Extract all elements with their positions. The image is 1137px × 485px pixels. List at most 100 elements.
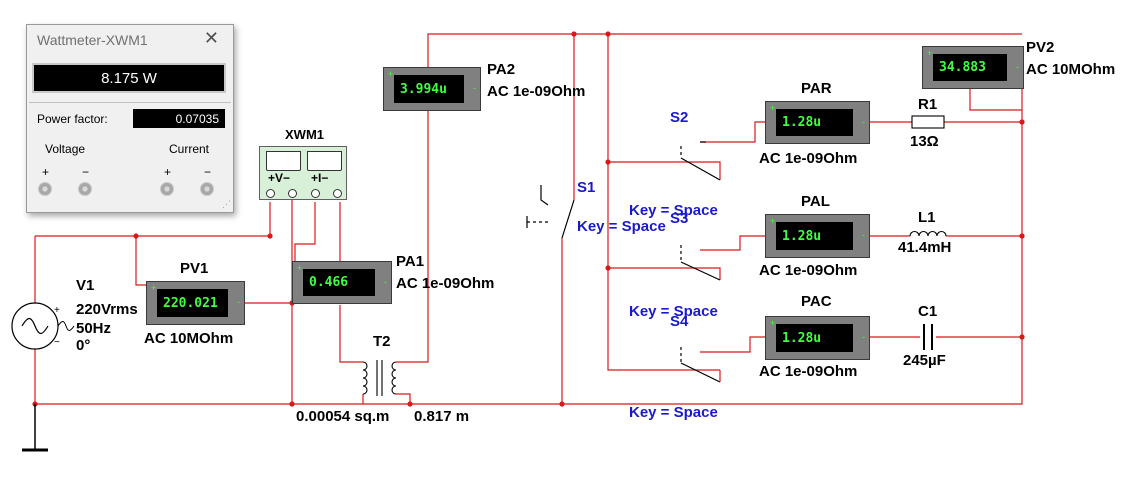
- voltage-plus-terminal[interactable]: [38, 182, 52, 196]
- s4-name: S4: [670, 313, 689, 330]
- meter-pal[interactable]: + 1.28u -: [765, 214, 870, 258]
- plus-terminal: +: [297, 263, 303, 273]
- v1-rms: 220Vrms: [76, 301, 138, 318]
- pal-spec: AC 1e-09Ohm: [759, 262, 858, 279]
- v1-name: V1: [76, 277, 95, 294]
- pv1-spec: AC 10MOhm: [144, 330, 234, 347]
- current-minus-label: −: [204, 165, 212, 179]
- wires: [34, 33, 1023, 405]
- meter-display: 3.994u: [394, 75, 464, 103]
- s3-name: S3: [670, 210, 689, 227]
- pac-spec: AC 1e-09Ohm: [759, 363, 858, 380]
- meter-pv2[interactable]: + 34.883 -: [922, 46, 1024, 89]
- meter-pv1[interactable]: + 220.021 -: [146, 281, 245, 325]
- voltage-gauge-icon: [266, 151, 301, 171]
- minus-terminal: -: [237, 297, 240, 307]
- voltage-minus-terminal[interactable]: [78, 182, 92, 196]
- pa2-name: PA2: [487, 61, 516, 78]
- r1-value: 13Ω: [910, 133, 939, 150]
- transformer-t2[interactable]: [362, 360, 397, 396]
- meter-display: 0.466: [303, 269, 375, 296]
- pa1-name: PA1: [396, 253, 425, 270]
- t2-name: T2: [373, 333, 391, 350]
- current-plus-label: +: [164, 165, 172, 179]
- power-factor-display: 0.07035: [133, 109, 225, 128]
- s2-key: Key = Space: [629, 202, 718, 219]
- voltage-label: Voltage: [45, 142, 86, 156]
- meter-display: 1.28u: [776, 109, 853, 136]
- voltage-minus-label: −: [82, 165, 90, 179]
- resize-grip-icon[interactable]: ⋰: [222, 199, 231, 209]
- power-factor-label: Power factor:: [37, 112, 108, 126]
- s4-key: Key = Space: [629, 404, 718, 421]
- meter-display: 220.021: [157, 289, 228, 317]
- plus-terminal: +: [770, 103, 776, 113]
- s1-key: Key = Space: [577, 218, 666, 235]
- pv2-spec: AC 10MOhm: [1026, 61, 1116, 78]
- minus-terminal: -: [862, 230, 865, 240]
- resistor-r1[interactable]: [911, 115, 945, 129]
- switch-s4[interactable]: [680, 347, 721, 383]
- v1-freq: 50Hz: [76, 320, 112, 337]
- meter-pa1[interactable]: + 0.466 -: [292, 261, 392, 304]
- capacitor-c1[interactable]: [923, 324, 933, 350]
- switch-s3[interactable]: [680, 245, 721, 281]
- pa2-spec: AC 1e-09Ohm: [487, 83, 586, 100]
- minus-terminal: -: [1016, 61, 1019, 72]
- c1-value: 245µF: [903, 352, 946, 369]
- meter-pac[interactable]: + 1.28u -: [765, 316, 870, 360]
- par-spec: AC 1e-09Ohm: [759, 150, 858, 167]
- plus-terminal: +: [151, 283, 157, 293]
- voltage-plus-label: +: [42, 165, 50, 179]
- par-name: PAR: [801, 80, 832, 97]
- current-label: Current: [169, 142, 210, 156]
- wattmeter-window[interactable]: Wattmeter-XWM1 ✕ 8.175 W Power factor: 0…: [26, 24, 234, 213]
- l1-name: L1: [918, 209, 936, 226]
- current-gauge-icon: [307, 151, 342, 171]
- t2-area: 0.00054 sq.m: [296, 408, 390, 425]
- svg-text:+: +: [54, 305, 60, 316]
- ac-source-v1[interactable]: + −: [11, 302, 75, 350]
- meter-pa2[interactable]: + 3.994u -: [383, 67, 481, 111]
- s1-name: S1: [577, 179, 596, 196]
- pal-name: PAL: [801, 193, 830, 210]
- minus-terminal: -: [473, 83, 476, 93]
- minus-terminal: -: [384, 276, 387, 287]
- meter-par[interactable]: + 1.28u -: [765, 101, 870, 144]
- meter-display: 1.28u: [776, 324, 853, 352]
- t2-length: 0.817 m: [414, 408, 470, 425]
- c1-name: C1: [918, 303, 938, 320]
- pac-name: PAC: [801, 293, 832, 310]
- s3-key: Key = Space: [629, 303, 718, 320]
- minus-terminal: -: [862, 116, 865, 127]
- ground-symbol: [22, 404, 48, 452]
- current-minus-terminal[interactable]: [200, 182, 214, 196]
- v1-phase: 0°: [76, 337, 91, 354]
- switch-s1[interactable]: [526, 185, 575, 239]
- window-title: Wattmeter-XWM1: [37, 32, 148, 48]
- svg-text:−: −: [54, 337, 60, 348]
- plus-terminal: +: [927, 48, 933, 58]
- l1-value: 41.4mH: [898, 239, 952, 256]
- instrument-name: XWM1: [285, 127, 324, 142]
- current-plus-terminal[interactable]: [160, 182, 174, 196]
- minus-terminal: -: [862, 332, 865, 342]
- close-icon[interactable]: ✕: [203, 28, 219, 48]
- pa1-spec: AC 1e-09Ohm: [396, 275, 495, 292]
- plus-terminal: +: [770, 216, 776, 226]
- pv2-name: PV2: [1026, 39, 1055, 56]
- meter-display: 34.883: [933, 54, 1007, 81]
- r1-name: R1: [918, 96, 938, 113]
- switch-s2[interactable]: [680, 141, 721, 181]
- wattmeter-instrument-xwm1[interactable]: +V− +I−: [259, 146, 347, 200]
- plus-terminal: +: [770, 318, 776, 328]
- terminal-pins: [266, 189, 342, 198]
- meter-display: 1.28u: [776, 222, 853, 250]
- plus-terminal: +: [388, 69, 394, 79]
- s2-name: S2: [670, 109, 689, 126]
- power-reading-display: 8.175 W: [32, 63, 226, 93]
- voltage-terminal-label: +V−: [268, 171, 291, 185]
- pv1-name: PV1: [180, 260, 209, 277]
- inductor-l1[interactable]: [909, 230, 947, 237]
